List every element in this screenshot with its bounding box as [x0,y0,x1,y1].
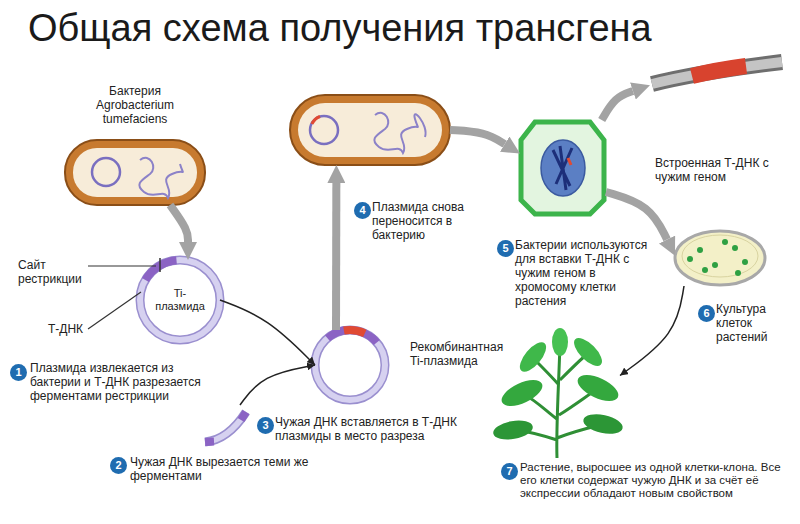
plant-cell-part [521,122,604,214]
bacterium-part [312,117,320,125]
recombinant-plasmid-part [344,330,365,333]
caption: Плазмида снова переносится в бактерию [372,200,484,242]
petri-dish [675,231,765,285]
plant [492,328,625,458]
bacterium-part [298,103,442,157]
plant-part [492,418,535,443]
transfer-arrow [240,365,315,405]
transfer-arrow [602,91,633,120]
plant-part [574,370,622,407]
petri-dish-part [697,247,703,253]
leader-line-part [88,292,141,329]
callout-number: 3 [257,417,274,434]
bacterium: Плазмида снова переносится в бактерию [290,95,450,165]
bacterium-part [139,158,183,198]
petri-dish-part [735,270,741,276]
caption: Чужая ДНК вырезается теми же ферментами [130,455,310,483]
dna-fragment: Чужая ДНК вырезается теми же ферментами [200,405,250,445]
transfer-arrow [332,183,340,330]
chromosome-insert-part [652,62,782,84]
petri-dish-part [712,262,718,268]
caption: Чужая ДНК вставляется в Т-ДНК плазмиды в… [275,415,470,443]
dna-fragment-part [205,438,214,447]
callout-number: 6 [698,305,715,322]
chromosome-insert-part [652,62,782,84]
dna-fragment-part [205,412,246,442]
petri-dish-part [722,239,728,245]
chromosome-insert-part [692,66,746,76]
plant-cell-part [553,146,572,190]
leader-line [88,266,156,329]
callout-number: 7 [501,463,518,480]
plant-part [570,334,607,371]
ti-plasmid-part [145,260,176,280]
petri-dish-part [732,245,738,251]
caption: Бактерия Agrobacterium tumefaciens [85,84,185,126]
ti-plasmid-part [159,258,161,272]
caption: Бактерии используются для вставки Т-ДНК … [515,238,655,308]
transfer-arrow [220,300,315,365]
transfer-arrow [606,192,667,240]
plant-cell [521,122,604,214]
bacterium-part [65,140,205,205]
bacterium [290,95,450,165]
petri-dish-part [687,256,693,262]
part-label: Сайт рестрикции [18,258,90,286]
caption: Рекомбинантная Ti-плазмида [410,340,505,368]
plant-part [582,411,625,437]
caption: Растение, выросшее из одной клетки-клона… [520,461,785,500]
part-label: Т-ДНК [48,322,98,336]
plant-part [515,338,550,376]
caption: Встроенная Т-ДНК с чужим геном [655,156,785,184]
plant-part [498,375,546,412]
ti-plasmid-part [140,260,220,340]
chromosome-insert [652,62,782,84]
transfer-arrow [170,205,188,242]
dna-fragment [205,412,246,442]
petri-dish: Культура клеток растений [675,231,765,286]
plant-cell-part [568,158,571,165]
dna-fragment-part [241,412,246,420]
recombinant-plasmid-part [328,330,377,342]
callout-number: 5 [497,240,514,257]
plant-cell: Бактерии используются для вставки Т-ДНК … [520,120,606,216]
bacterium-part [73,148,197,197]
callout-number: 4 [354,202,371,219]
bacterium-part [290,95,450,165]
recombinant-plasmid-part [315,330,385,400]
callout-number: 2 [110,457,127,474]
petri-dish-part [702,267,708,273]
transfer-arrow [620,286,684,376]
dna-fragment-part [205,412,246,442]
bacterium [65,140,205,205]
bacterium-part [374,113,425,153]
petri-dish-part [682,235,758,277]
petri-dish-part [742,259,748,265]
caption: Ti-плазмида [155,287,205,313]
chromosome-insert: Встроенная Т-ДНК с чужим геном [650,58,785,92]
plant: Растение, выросшее из одной клетки-клона… [495,330,620,460]
ti-plasmid [140,258,220,340]
bacterium-part [310,116,338,144]
recombinant-plasmid: Рекомбинантная Ti-плазмидаЧужая ДНК вста… [315,330,385,400]
callout-number: 1 [10,364,27,381]
bacterium-part [92,158,120,186]
recombinant-plasmid [315,330,385,400]
petri-dish-part [675,231,765,285]
leader-line-part [88,265,156,266]
ti-plasmid-part [140,260,220,340]
plant-part [552,328,568,356]
bacterium: Бактерия Agrobacterium tumefaciens [65,140,205,205]
step-caption: Плазмида извлекается из бактерии и Т-ДНК… [30,361,202,403]
title: Общая схема получения трансгена [28,6,652,50]
recombinant-plasmid-part [315,330,385,400]
plant-cell-part [541,140,585,196]
caption: Культура клеток растений [716,302,798,344]
transfer-arrow [450,130,505,144]
ti-plasmid: Ti-плазмида [140,260,220,340]
